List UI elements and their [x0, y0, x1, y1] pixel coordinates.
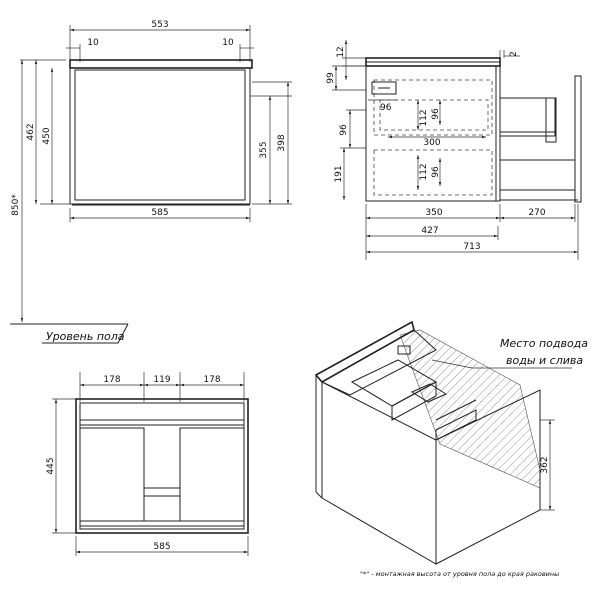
dim-96-b: 96	[431, 108, 441, 120]
iso-label-line2: воды и слива	[506, 354, 583, 367]
dim-178-right: 178	[203, 375, 220, 385]
dim-112-b: 112	[419, 163, 429, 180]
dim-553: 553	[151, 20, 168, 30]
bottom-view: 178 119 178 445 585	[46, 372, 248, 556]
dim-10-left: 10	[87, 38, 99, 48]
dim-585-top: 585	[151, 208, 168, 218]
dim-427: 427	[421, 226, 438, 236]
dim-462: 462	[26, 123, 36, 140]
dim-300: 300	[423, 138, 440, 148]
dim-2: 2	[509, 51, 519, 57]
dim-450: 450	[42, 127, 52, 144]
dim-398: 398	[277, 134, 287, 151]
dim-99: 99	[326, 72, 336, 84]
dim-191: 191	[334, 165, 344, 182]
dim-10-right: 10	[222, 38, 234, 48]
dim-96-c: 96	[339, 124, 349, 136]
dim-445: 445	[46, 457, 56, 474]
dim-270: 270	[528, 208, 545, 218]
dim-119: 119	[153, 375, 170, 385]
iso-view: Место подвода воды и слива 362	[316, 322, 588, 564]
dim-585-bottom: 585	[153, 542, 170, 552]
dim-12: 12	[336, 46, 346, 57]
dim-850: 850*	[11, 194, 21, 216]
dim-713: 713	[463, 242, 480, 252]
dim-178-left: 178	[103, 375, 120, 385]
iso-label-line1: Место подвода	[500, 337, 588, 350]
dim-362: 362	[540, 456, 550, 473]
floor-label: Уровень пола	[46, 330, 125, 343]
front-view: 553 10 10 462 450 850* 355 398	[11, 20, 292, 322]
side-view: 12 2 99 96 112 96 300 96 191 112 96 35	[326, 40, 581, 260]
floor-level: Уровень пола	[10, 324, 128, 343]
dim-355: 355	[259, 141, 269, 158]
dim-96-a: 96	[380, 103, 392, 113]
dim-96-d: 96	[431, 166, 441, 178]
footnote: "*" - монтажная высота от уровня пола до…	[360, 570, 559, 578]
dim-112-a: 112	[419, 109, 429, 126]
dim-350: 350	[425, 208, 442, 218]
